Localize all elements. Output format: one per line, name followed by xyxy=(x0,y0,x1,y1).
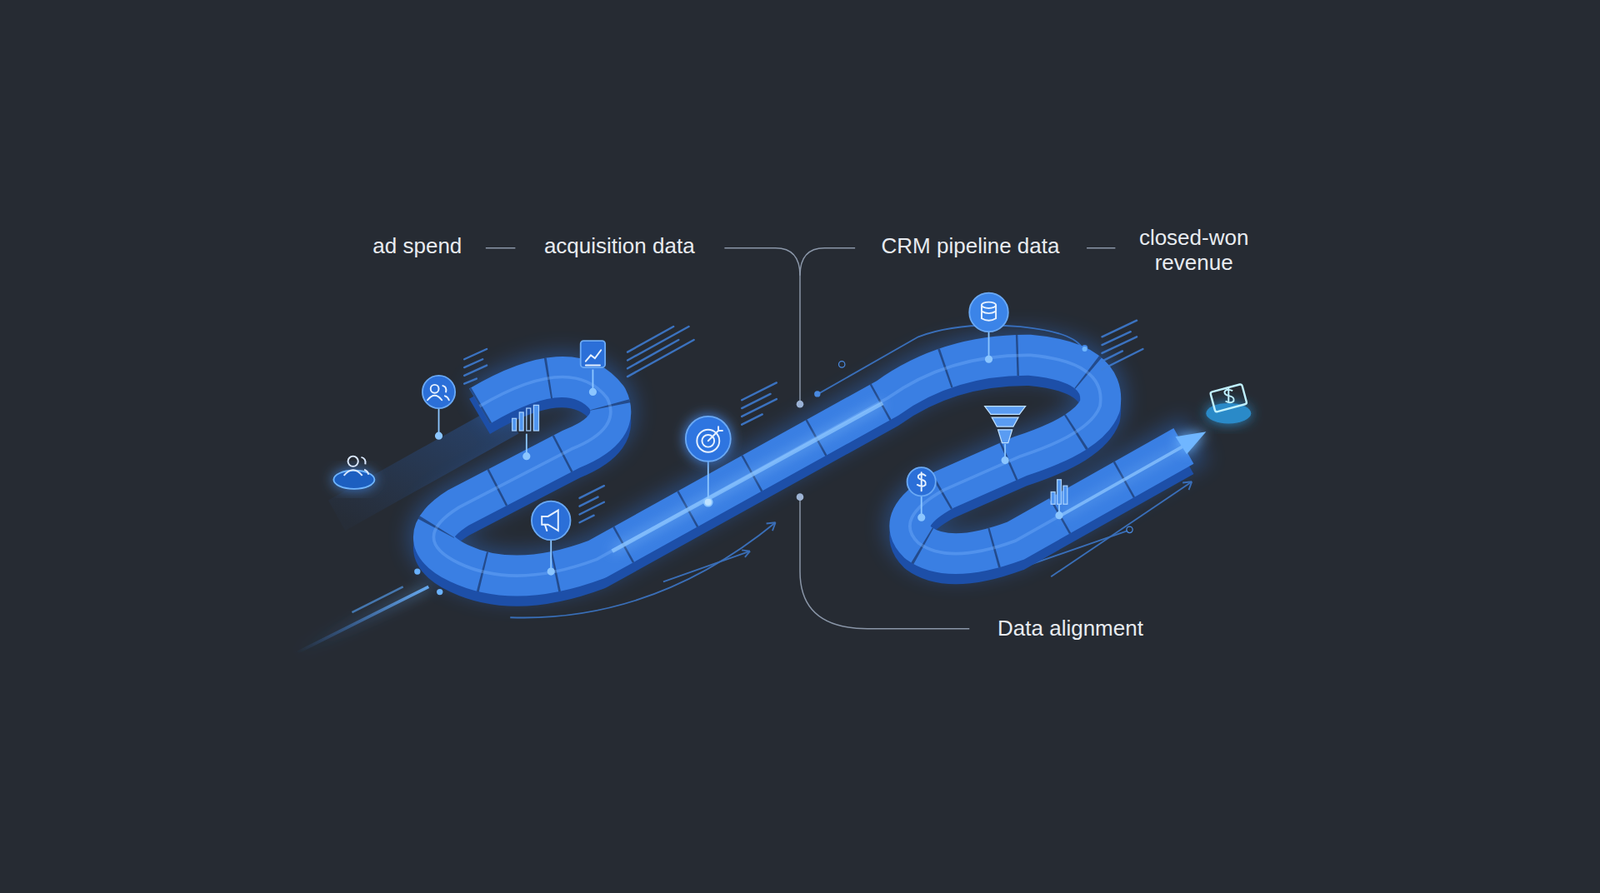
flow-stage-label: ad spend xyxy=(372,235,462,260)
callout-label: Data alignment xyxy=(997,616,1144,642)
flow-stage-label: acquisition data xyxy=(544,235,695,260)
flow-stage-label: closed-won revenue xyxy=(1127,225,1261,276)
flow-stage-label: CRM pipeline data xyxy=(881,235,1060,260)
